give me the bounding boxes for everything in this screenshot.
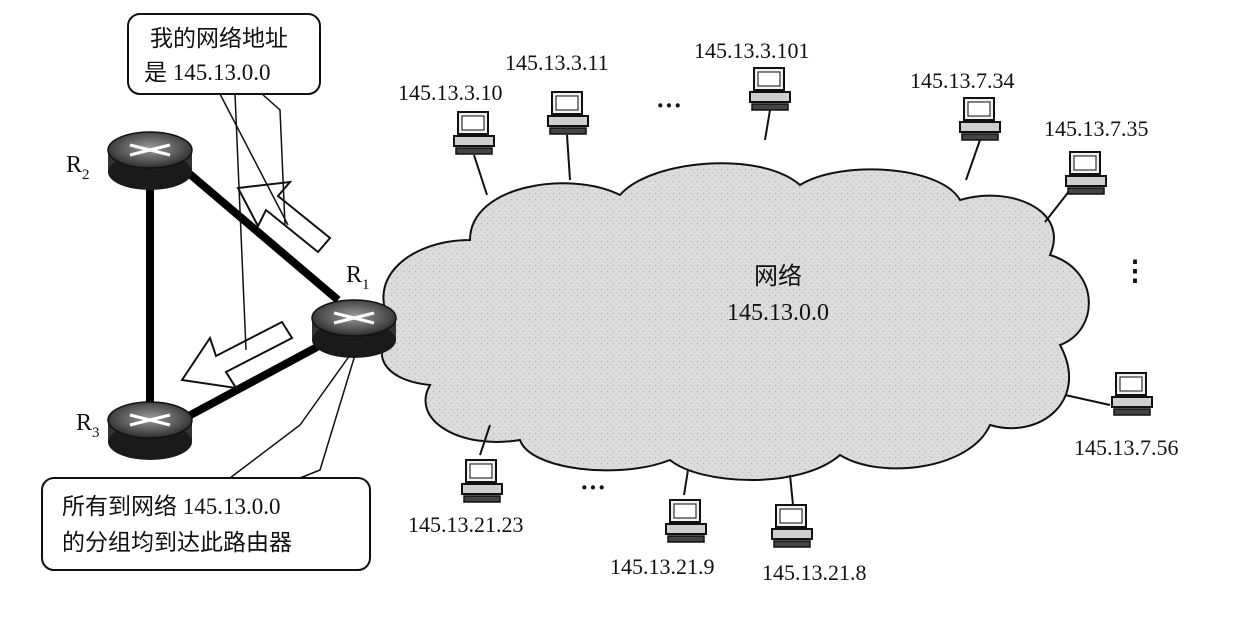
- host-label-21-8: 145.13.21.8: [762, 560, 867, 585]
- host-label-3-11: 145.13.3.11: [505, 50, 609, 75]
- cloud-label-title: 网络: [754, 263, 802, 290]
- computer-icon: [547, 91, 589, 135]
- advertise-arrow-to-r3: [180, 320, 294, 390]
- callout-top-box: [127, 13, 321, 95]
- host-label-3-101: 145.13.3.101: [694, 38, 810, 63]
- router-arrows-icon: [129, 143, 171, 157]
- callout-top-line2: 是 145.13.0.0: [144, 60, 271, 85]
- computer-icon: [665, 499, 707, 543]
- callout-bottom-box: [41, 477, 371, 571]
- router-arrows-icon: [333, 311, 375, 325]
- ellipsis-right: ⋮: [1121, 256, 1149, 287]
- router-r1-label: R1: [346, 262, 370, 293]
- callout-top-line1: 我的网络地址: [150, 26, 288, 51]
- router-r1: [311, 299, 397, 358]
- callout-bottom-line2: 的分组均到达此路由器: [62, 530, 292, 555]
- cloud-label-address: 145.13.0.0: [727, 300, 829, 326]
- ellipsis-top: ···: [656, 91, 682, 120]
- computer-icon: [453, 111, 495, 155]
- router-r3-label: R3: [76, 410, 100, 441]
- host-label-7-35: 145.13.7.35: [1044, 116, 1149, 141]
- ellipsis-bottom: ···: [580, 473, 606, 502]
- callout-bottom-line1: 所有到网络 145.13.0.0: [62, 494, 281, 519]
- computer-icon: [1111, 372, 1153, 416]
- computer-icon: [771, 504, 813, 548]
- computer-icon: [461, 459, 503, 503]
- computer-icon: [959, 97, 1001, 141]
- host-label-7-56: 145.13.7.56: [1074, 435, 1179, 460]
- host-links: [473, 109, 1111, 506]
- host-label-7-34: 145.13.7.34: [910, 68, 1015, 93]
- router-links: [146, 166, 341, 422]
- router-r2: [107, 131, 193, 190]
- router-r3: [107, 401, 193, 460]
- host-label-21-23: 145.13.21.23: [408, 512, 524, 537]
- network-cloud: [380, 162, 1090, 481]
- host-label-3-10: 145.13.3.10: [398, 80, 503, 105]
- callout-bottom-pointers: [229, 354, 356, 479]
- computer-icon: [749, 67, 791, 111]
- router-r2-label: R2: [66, 152, 90, 183]
- host-label-21-9: 145.13.21.9: [610, 554, 715, 579]
- router-arrows-icon: [129, 413, 171, 427]
- callout-top-pointers: [219, 93, 289, 351]
- computer-icon: [1065, 151, 1107, 195]
